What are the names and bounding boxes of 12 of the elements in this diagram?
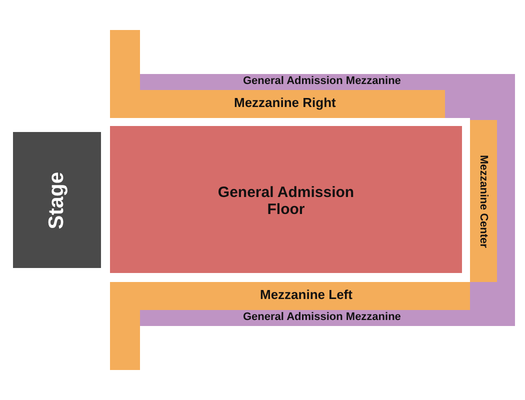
- section-label: General Admission Floor: [216, 184, 356, 218]
- stage-area: [13, 132, 101, 268]
- section-label: General Admission Mezzanine: [243, 74, 401, 88]
- section-label: Mezzanine Left: [260, 288, 352, 302]
- section-label: Mezzanine Right: [234, 96, 336, 110]
- seating-section: [110, 126, 462, 273]
- section-label: Stage: [45, 172, 69, 229]
- seating-section: [110, 282, 470, 370]
- section-label: Mezzanine Center: [477, 154, 490, 248]
- seating-section: [470, 120, 497, 282]
- seating-section: [110, 30, 445, 118]
- section-label: General Admission Mezzanine: [243, 310, 401, 324]
